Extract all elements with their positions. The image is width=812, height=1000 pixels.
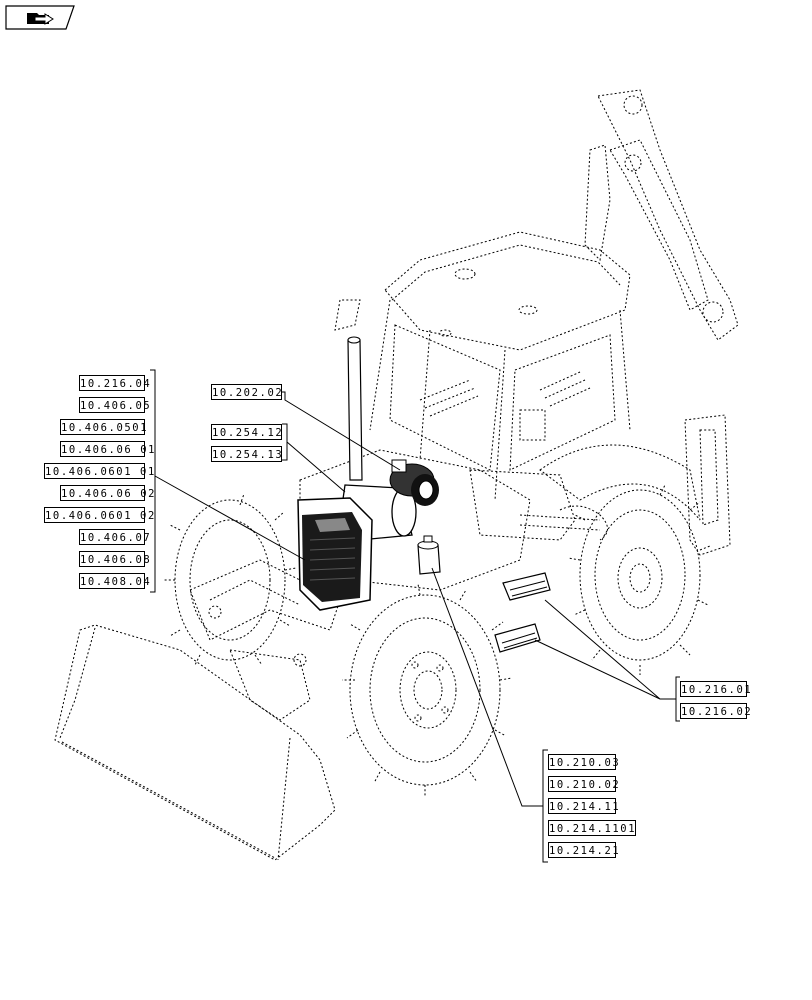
- ref-label-left-10[interactable]: 10.408.04: [79, 573, 150, 589]
- ref-label-left-4[interactable]: 10.406.06 01: [60, 441, 154, 457]
- right-front-wheel: [349, 594, 501, 786]
- leader-exhaust: [282, 391, 401, 471]
- leader-fuel: [431, 567, 548, 863]
- ref-label-fuel-3[interactable]: 10.214.11: [548, 798, 619, 814]
- ref-label-left-2[interactable]: 10.406.05: [79, 397, 150, 413]
- ref-label-fuel-1[interactable]: 10.210.03: [548, 754, 619, 770]
- air-filter: [389, 459, 439, 506]
- loader-arm: [189, 559, 341, 641]
- ref-label-fuel-5[interactable]: 10.214.21: [548, 842, 619, 858]
- ref-label-steps-2[interactable]: 10.216.02: [680, 703, 751, 719]
- cab-windows: [389, 324, 616, 471]
- ref-label-left-9[interactable]: 10.406.08: [79, 551, 150, 567]
- leader-air-filter: [282, 423, 346, 493]
- backhoe-arm: [584, 144, 611, 262]
- rear-wheel: [579, 489, 701, 661]
- exhaust-pipe: [347, 336, 363, 481]
- backhoe-stabilizer: [684, 414, 731, 556]
- leader-lines: [150, 369, 680, 863]
- leader-left: [154, 475, 306, 561]
- nav-box[interactable]: [5, 5, 75, 30]
- handrail: [334, 299, 361, 331]
- ref-label-left-1[interactable]: 10.216.04: [79, 375, 150, 391]
- bracket-left: [150, 369, 156, 593]
- leader-steps: [534, 599, 680, 722]
- upper-step: [502, 572, 551, 601]
- ref-label-left-6[interactable]: 10.406.06 02: [60, 485, 154, 501]
- left-front-wheel: [174, 499, 286, 661]
- ref-label-left-3[interactable]: 10.406.0501: [60, 419, 147, 435]
- ref-label-left-7[interactable]: 10.406.0601 02: [44, 507, 154, 523]
- arrow-folder-icon: [27, 13, 54, 25]
- ref-label-air-filter-2[interactable]: 10.254.13: [211, 446, 282, 462]
- lower-step: [494, 623, 541, 653]
- ref-label-fuel-4[interactable]: 10.214.1101: [548, 820, 636, 836]
- ref-label-air-filter-1[interactable]: 10.254.12: [211, 424, 282, 440]
- ref-label-exhaust[interactable]: 10.202.02: [211, 384, 282, 400]
- ref-label-steps-1[interactable]: 10.216.01: [680, 681, 751, 697]
- ref-label-fuel-2[interactable]: 10.210.02: [548, 776, 619, 792]
- chassis: [469, 469, 576, 541]
- ref-label-left-8[interactable]: 10.406.07: [79, 529, 150, 545]
- cab-roof: [384, 231, 631, 351]
- fuel-tank: [417, 535, 441, 575]
- ref-label-left-5[interactable]: 10.406.0601 01: [44, 463, 154, 479]
- rear-fender: [539, 444, 701, 521]
- front-bucket: [54, 624, 336, 861]
- backhoe-boom: [597, 89, 739, 341]
- radiator-package: [297, 497, 373, 611]
